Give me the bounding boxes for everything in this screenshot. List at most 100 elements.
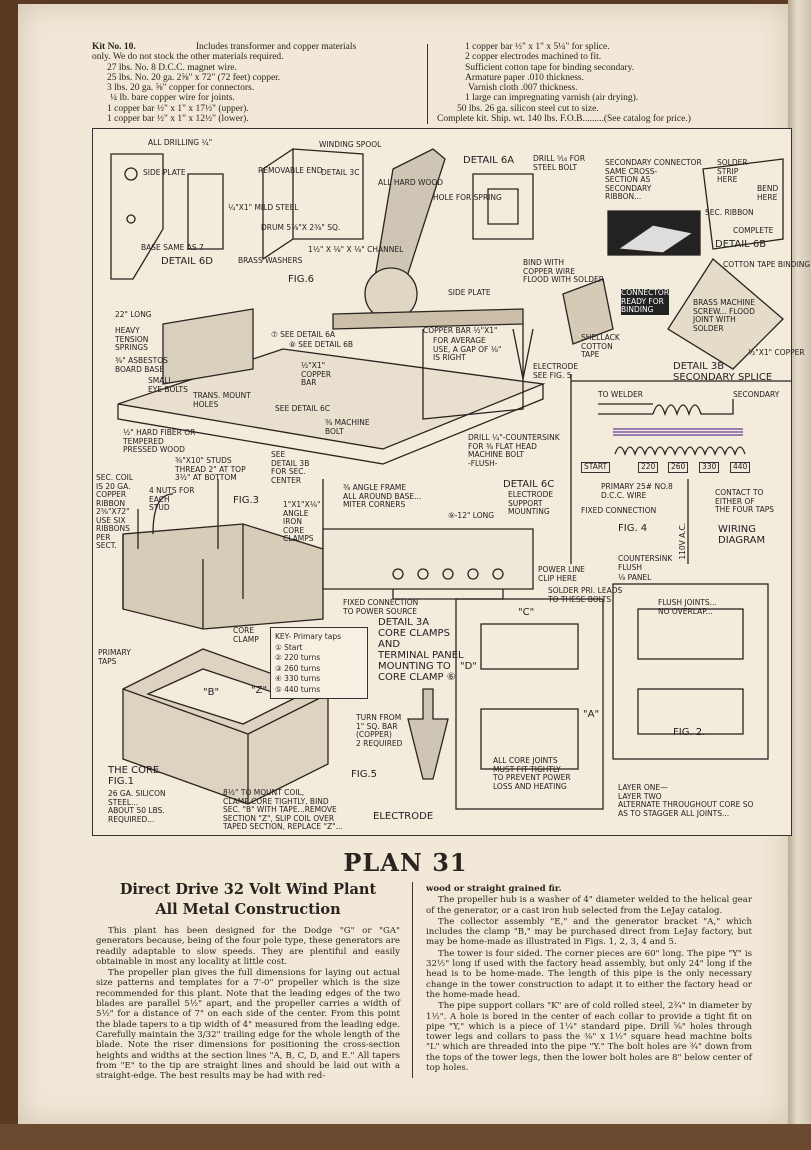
diagram-label: Cotton tape binding bbox=[723, 260, 811, 269]
diagram-label: Primary taps bbox=[98, 648, 131, 666]
kit-line: 1 copper bar ½" x 1" x 5¼" for splice. bbox=[465, 42, 610, 52]
diagram-label: Fixed connection bbox=[581, 506, 657, 515]
diagram-label: Detail 6A bbox=[463, 155, 515, 166]
paragraph: wood or straight grained fir. bbox=[426, 884, 562, 894]
diagram-label: Base same as 7 bbox=[141, 243, 204, 252]
kit-line: Complete kit. Ship. wt. 140 lbs. F.O.B..… bbox=[437, 114, 691, 125]
diagram-label: Primary 25# No.8 D.C.C. wire bbox=[601, 482, 673, 500]
adjacent-page-edge bbox=[788, 0, 811, 1150]
diagram-label: Electrode support mounting bbox=[508, 490, 554, 516]
key-item: ③ 260 turns bbox=[275, 663, 321, 673]
paragraph: The propeller hub is a washer of 4" diam… bbox=[426, 895, 752, 916]
tap-label: 260 bbox=[668, 462, 689, 473]
diagram-label: FIG. 2. bbox=[673, 727, 706, 738]
diagram-label: Winding spool bbox=[319, 140, 382, 149]
diagram-label: 4 nuts for each stud bbox=[149, 486, 195, 512]
paragraph: The propeller plan gives the full dimens… bbox=[96, 968, 400, 1082]
paragraph: The tower is four sided. The corner piec… bbox=[426, 948, 752, 1000]
diagram-label: Heavy tension springs bbox=[115, 326, 149, 352]
kit-divider bbox=[427, 44, 428, 124]
kit-line: only. We do not stock the other material… bbox=[92, 52, 284, 63]
kit-line: Varnish cloth .007 thickness. bbox=[468, 83, 578, 94]
diagram-label: ⑧ See detail 6B bbox=[289, 340, 354, 349]
plan-title: PLAN 31 bbox=[343, 848, 468, 877]
kit-list-right: 1 copper bar ½" x 1" x 5¼" for splice. 2… bbox=[437, 42, 691, 124]
diagram-label: ⅛ panel bbox=[618, 573, 652, 582]
diagram-label: 1½" x ⅛" x ⅛" channel bbox=[308, 245, 404, 254]
side-plate-drawing bbox=[110, 153, 164, 280]
key-item: ⑤ 440 turns bbox=[275, 684, 321, 694]
diagram-label: All drilling ¼" bbox=[148, 138, 213, 147]
kit-list-left: Kit No. 10.Includes transformer and copp… bbox=[92, 42, 356, 124]
diagram-label: Bind with copper wire flood with solder bbox=[523, 258, 604, 284]
primary-taps-key: KEY- Primary taps ① Start ② 220 turns ③ … bbox=[270, 627, 368, 699]
diagram-label: Small eye bolts bbox=[148, 376, 188, 394]
diagram-label: Power line clip here bbox=[538, 565, 585, 583]
kit-line: 3 lbs. 20 ga. ⅝" copper for connectors. bbox=[107, 83, 255, 94]
winding-spool-drawing bbox=[262, 147, 364, 261]
core-layer-one-drawing bbox=[455, 598, 604, 810]
paragraph: The collector assembly "E," and the gene… bbox=[426, 916, 752, 948]
diagram-label: Removable end bbox=[258, 166, 323, 175]
diagram-label: Flush joints... no overlap... bbox=[658, 598, 717, 616]
kit-line: 1 copper bar ½" x 1" x 17½" (upper). bbox=[107, 103, 249, 114]
diagram-label: ⅜ angle frame all around base... miter c… bbox=[343, 483, 422, 509]
diagram-label: Electrode see fig. 5 bbox=[533, 362, 579, 380]
tap-label: 220 bbox=[638, 462, 659, 473]
diagram-label: See detail 6C bbox=[275, 404, 331, 413]
primary-coil-drawing bbox=[614, 446, 746, 456]
diagram-label: Detail 3A core clamps and terminal panel… bbox=[378, 617, 464, 683]
diagram-label: Detail 6B bbox=[715, 239, 767, 250]
scan-background bbox=[0, 1124, 811, 1150]
diagram-label: Brass machine screw... flood joint with … bbox=[693, 298, 755, 333]
diagram-label: Shellack cotton tape bbox=[581, 333, 620, 359]
diagram-label: Sec. ribbon bbox=[705, 208, 754, 217]
kit-line: 2 copper electrodes machined to fit. bbox=[465, 52, 602, 63]
diagram-label: Countersink flush bbox=[618, 554, 673, 572]
diagram-label: Wiring Diagram bbox=[718, 524, 766, 546]
core-layer-two-drawing bbox=[612, 583, 769, 760]
diagram-label: Drum 5⅞"x 2⅜" sq. bbox=[261, 223, 341, 232]
diagram-label: Trans. mount holes bbox=[193, 391, 251, 409]
diagram-label: To welder bbox=[598, 390, 643, 399]
diagram-label: ½" hard fiber or tempered pressed wood bbox=[123, 428, 196, 454]
kit-line: 25 lbs. No. 20 ga. 2⅝" x 72" (72 feet) c… bbox=[107, 72, 281, 83]
core-letter: "B" bbox=[203, 687, 220, 698]
terminal-panel-drawing bbox=[322, 528, 534, 590]
kit-line: 27 lbs. No. 8 D.C.C. magnet wire. bbox=[107, 62, 237, 73]
kit-line: 50 lbs. 26 ga. silicon steel cut to size… bbox=[457, 103, 599, 114]
diagram-label: Secondary bbox=[733, 390, 780, 399]
diagram-label: Fixed connection to power source bbox=[343, 598, 419, 616]
diagram-label: Drill ⁵⁄₁₆ for steel bolt bbox=[533, 154, 586, 172]
diagram-label: Drill ¼"-countersink for ⅜ flat head mac… bbox=[468, 433, 560, 468]
diagram-label: Solder strip here bbox=[717, 158, 748, 184]
kit-line: 1 large can impregnating varnish (air dr… bbox=[465, 93, 639, 104]
diagram-label: Side plate bbox=[143, 168, 186, 177]
diagram-label: All hard wood bbox=[378, 178, 444, 187]
paragraph: This plant has been designed for the Dod… bbox=[96, 926, 400, 967]
kit-line: Sufficient cotton tape for binding secon… bbox=[465, 62, 635, 73]
tap-label: Start bbox=[581, 462, 611, 473]
diagram-label: Connector ready for binding bbox=[621, 288, 670, 315]
diagram-label: ⅜"x10" studs thread 2" at top 3½" at bot… bbox=[175, 456, 246, 482]
key-item: ① Start bbox=[275, 642, 303, 652]
diagram-label: FIG.6 bbox=[288, 274, 314, 285]
kit-line: Armature paper .010 thickness. bbox=[465, 72, 584, 83]
diagram-label: All core joints must fit tightly to prev… bbox=[493, 756, 571, 791]
diagram-label: FIG. 4 bbox=[618, 523, 648, 534]
core-letter: "Z" bbox=[251, 685, 268, 696]
kit-line: 1 copper bar ½" x 1" x 12½" (lower). bbox=[107, 114, 249, 125]
diagram-label: Detail 3B secondary splice bbox=[673, 361, 773, 383]
diagram-label: Complete bbox=[733, 226, 774, 235]
key-item: ② 220 turns bbox=[275, 653, 321, 662]
diagram-label: 110V A.C. bbox=[678, 522, 688, 560]
diagram-label: See detail 3B for sec. center bbox=[271, 450, 310, 485]
column-divider bbox=[412, 882, 414, 1078]
diagram-label: ⅜" asbestos board base bbox=[115, 356, 168, 374]
diagram-label: Copper bar ½"x1" bbox=[423, 326, 498, 335]
diagram-label: ⑦ See detail 6A bbox=[271, 330, 336, 339]
welder-construction-diagram: All drilling ¼" Side plate Winding spool… bbox=[92, 128, 810, 836]
diagram-label: 1"x1"x⅛" angle iron core clamps bbox=[283, 500, 321, 543]
diagram-label: Detail 6D bbox=[161, 256, 213, 267]
diagram-label: For average use, a gap of ⅛" is right bbox=[433, 336, 502, 362]
